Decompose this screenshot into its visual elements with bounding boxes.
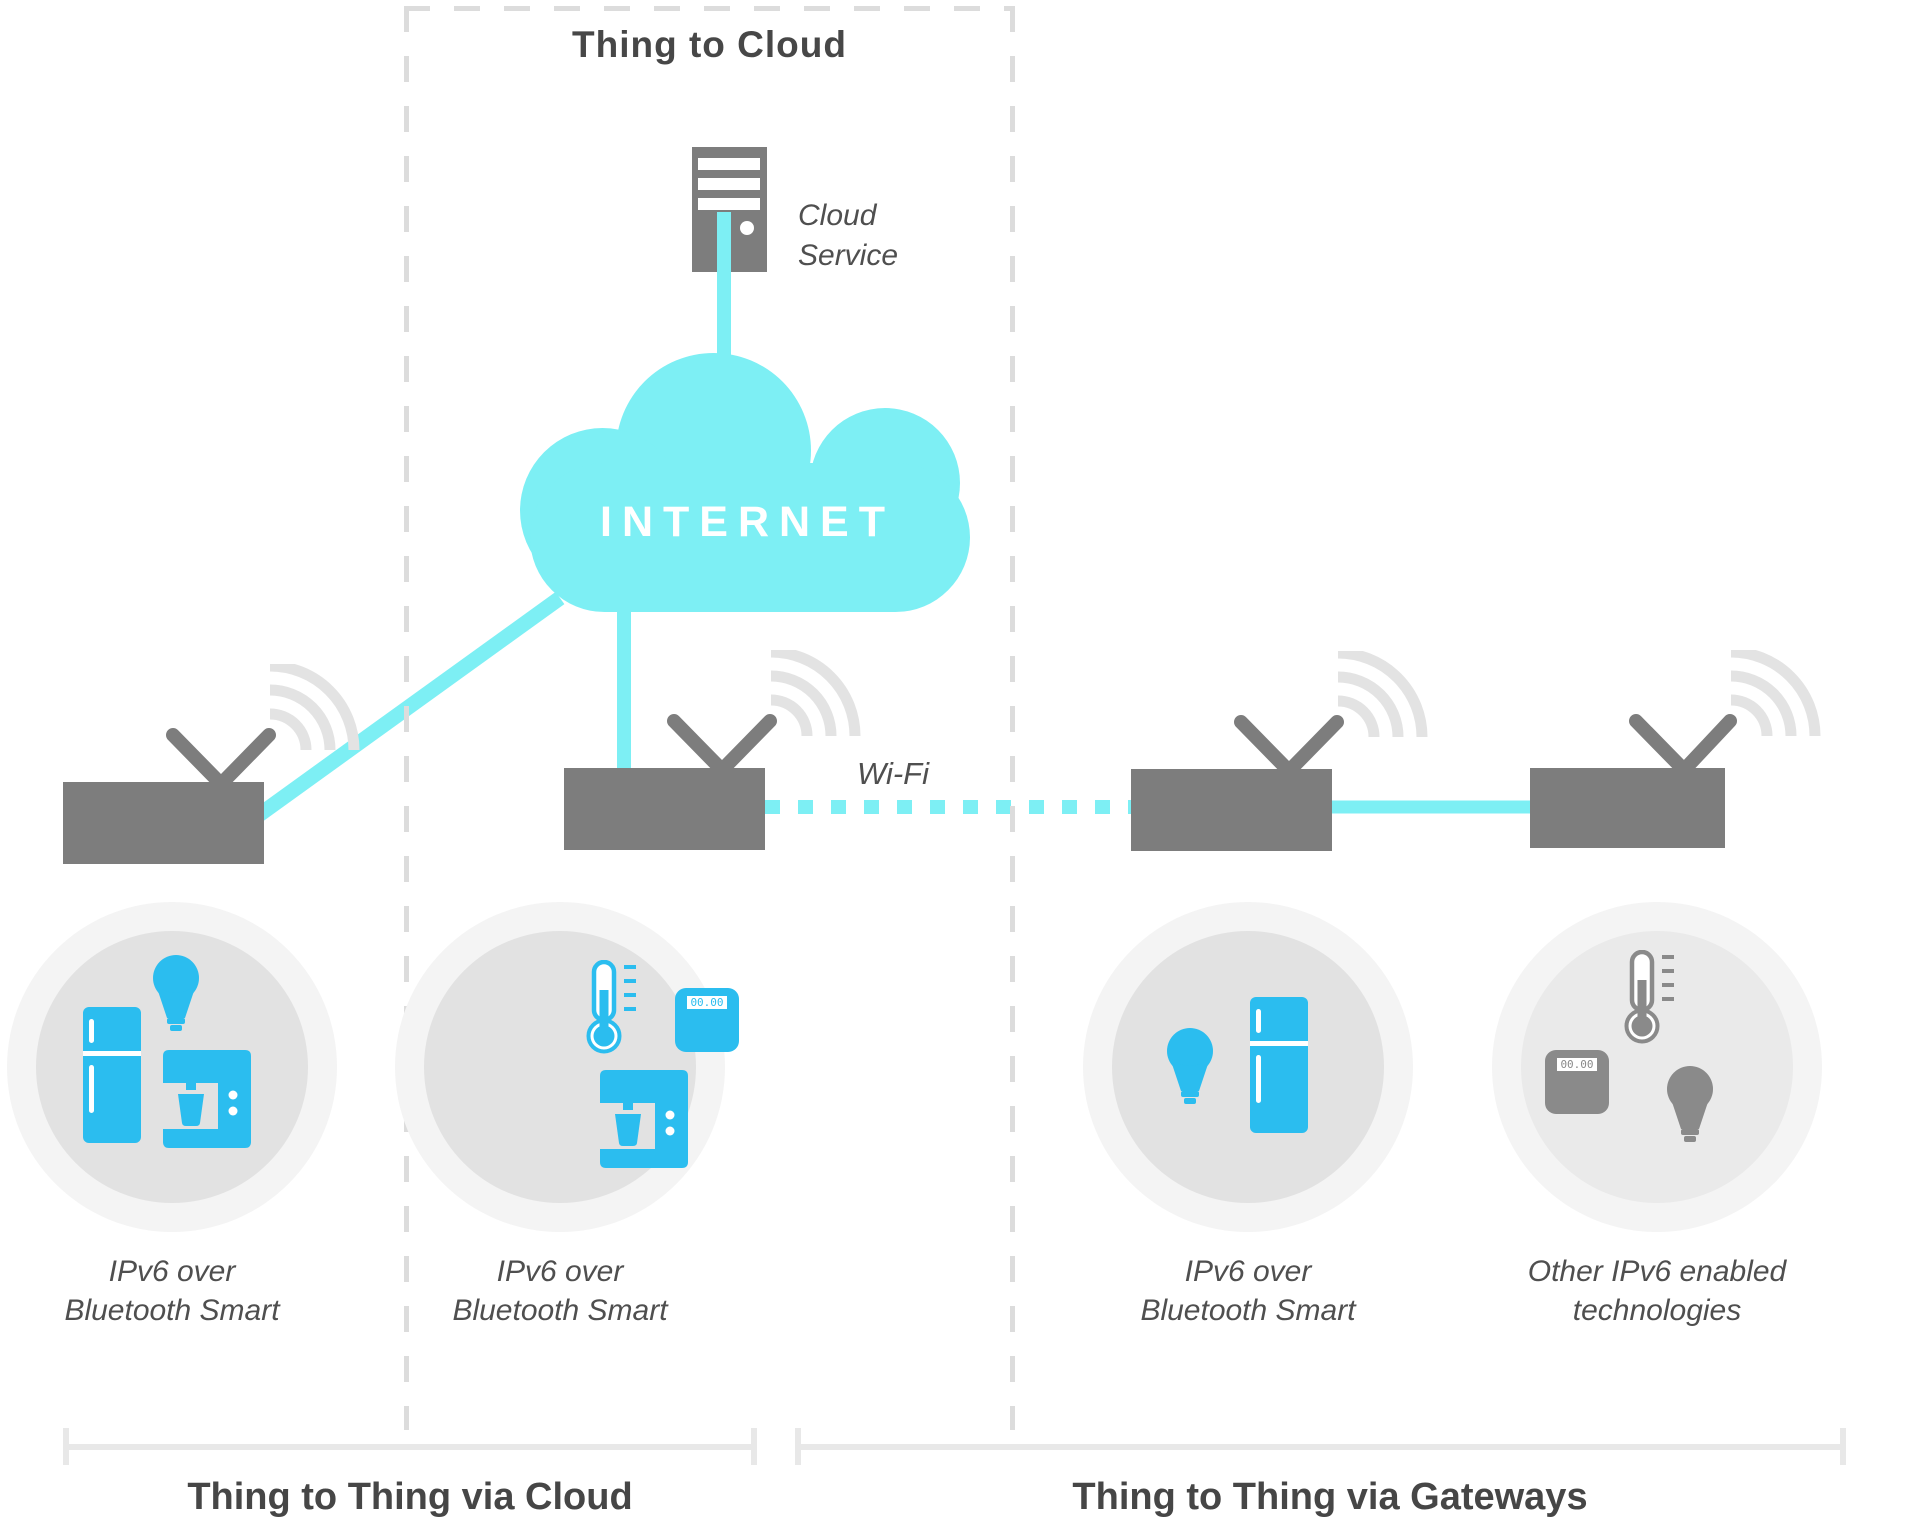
gateway-router-2-icon xyxy=(564,650,861,850)
lightbulb-icon xyxy=(153,955,199,1031)
device-group-3-circle-inner xyxy=(1112,931,1384,1203)
server-to-cloud-cable xyxy=(717,212,731,360)
gateway-router-4-icon xyxy=(1530,650,1821,848)
internet-label: INTERNET xyxy=(600,498,895,546)
caption-line: Bluetooth Smart xyxy=(452,1294,668,1327)
dashed-boundary-left xyxy=(404,6,409,1430)
lightbulb-icon xyxy=(1667,1066,1713,1142)
wifi-signal-icon xyxy=(269,664,360,751)
antenna-icon xyxy=(166,728,276,791)
server-slot xyxy=(698,198,760,210)
gateway-router-3-icon xyxy=(1131,651,1428,851)
antenna-icon xyxy=(667,714,777,777)
router-body xyxy=(1530,768,1725,848)
dashed-boundary-top xyxy=(404,6,1015,11)
thing-to-cloud-title: Thing to Cloud xyxy=(572,24,847,65)
via-gateways-bracket-cap-left xyxy=(795,1428,801,1465)
server-slot xyxy=(698,158,760,170)
cloud-service-caption-line2: Service xyxy=(798,239,899,272)
svg-text:00.00: 00.00 xyxy=(1560,1058,1593,1071)
caption-line: IPv6 over xyxy=(1184,1255,1312,1288)
via-cloud-bracket-cap-right xyxy=(751,1428,757,1465)
server-slot xyxy=(698,178,760,190)
lightbulb-icon xyxy=(1167,1028,1213,1104)
fridge-icon xyxy=(83,1007,141,1143)
cloud-service-caption-line1: Cloud xyxy=(798,199,877,232)
via-gateways-bracket-cap-right xyxy=(1840,1428,1846,1465)
device-group-4-caption: Other IPv6 enabled technologies xyxy=(1457,1252,1857,1330)
wifi-signal-icon xyxy=(770,650,861,737)
internet-cloud: INTERNET xyxy=(520,353,975,612)
cloud-service-server-icon xyxy=(692,147,767,272)
gateway-router-1-icon xyxy=(63,664,360,864)
router-body xyxy=(63,782,264,864)
caption-line: Other IPv6 enabled xyxy=(1527,1255,1787,1288)
device-group-3-caption: IPv6 over Bluetooth Smart xyxy=(1048,1252,1448,1330)
router-body xyxy=(564,768,765,850)
caption-line: Bluetooth Smart xyxy=(64,1294,280,1327)
thing-to-thing-via-gateways-label: Thing to Thing via Gateways xyxy=(1072,1476,1588,1518)
router-body xyxy=(1131,769,1332,851)
cloud-base xyxy=(530,463,970,612)
server-power-dot xyxy=(740,221,754,235)
wifi-signal-icon xyxy=(1730,650,1821,737)
wifi-signal-icon xyxy=(1337,651,1428,738)
caption-line: IPv6 over xyxy=(496,1255,624,1288)
antenna-icon xyxy=(1234,715,1344,778)
thermometer-icon xyxy=(1624,950,1674,1044)
via-cloud-bracket-cap-left xyxy=(63,1428,69,1465)
caption-line: Bluetooth Smart xyxy=(1140,1294,1356,1327)
caption-line: technologies xyxy=(1572,1294,1742,1327)
cloud-service-caption: Cloud Service xyxy=(798,196,898,276)
coffee-maker-icon xyxy=(600,1070,688,1168)
caption-line: IPv6 over xyxy=(108,1255,236,1288)
scale-icon: 00.00 xyxy=(1545,1050,1609,1114)
via-gateways-bracket xyxy=(795,1444,1846,1450)
via-cloud-bracket xyxy=(63,1444,757,1450)
device-group-2-caption: IPv6 over Bluetooth Smart xyxy=(360,1252,760,1330)
antenna-icon xyxy=(1629,714,1737,777)
device-group-1-caption: IPv6 over Bluetooth Smart xyxy=(0,1252,372,1330)
dashed-boundary-right xyxy=(1010,6,1015,1430)
svg-text:00.00: 00.00 xyxy=(690,996,723,1009)
fridge-icon xyxy=(1250,997,1308,1133)
coffee-maker-icon xyxy=(163,1050,251,1148)
wifi-link-label: Wi-Fi xyxy=(856,756,930,791)
thing-to-thing-via-cloud-label: Thing to Thing via Cloud xyxy=(187,1476,633,1518)
scale-icon: 00.00 xyxy=(675,988,739,1052)
thermometer-icon xyxy=(586,960,636,1054)
